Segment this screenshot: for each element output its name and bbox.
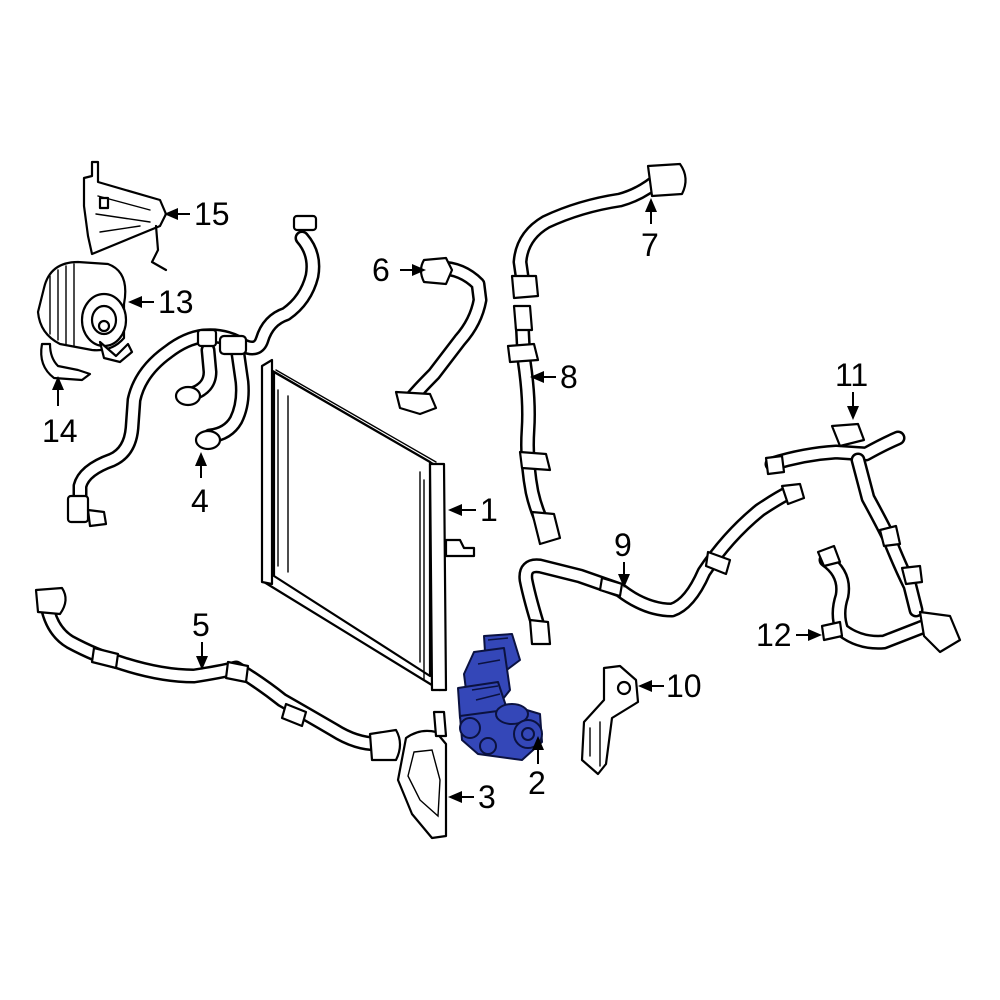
callout-label-7: 7 bbox=[641, 227, 659, 263]
part-15-bracket bbox=[82, 160, 168, 272]
callout-label-15: 15 bbox=[194, 196, 230, 232]
part-8-hose bbox=[506, 304, 562, 546]
callout-label-2: 2 bbox=[528, 765, 546, 801]
callout-label-13: 13 bbox=[158, 284, 194, 320]
callout-label-5: 5 bbox=[192, 607, 210, 643]
part-3-shield bbox=[396, 710, 448, 840]
callout-14: 14 bbox=[42, 376, 78, 449]
callout-1: 1 bbox=[448, 492, 498, 528]
part-1-radiator bbox=[260, 358, 476, 692]
callout-label-6: 6 bbox=[372, 252, 390, 288]
part-10-bracket bbox=[580, 664, 640, 776]
callout-13: 13 bbox=[128, 284, 194, 320]
callout-8: 8 bbox=[530, 359, 578, 395]
part-4-hose-assembly bbox=[66, 214, 321, 528]
callout-label-9: 9 bbox=[614, 527, 632, 563]
callout-label-1: 1 bbox=[480, 492, 498, 528]
part-11-hose bbox=[764, 422, 924, 618]
callout-label-12: 12 bbox=[756, 617, 792, 653]
callout-11: 11 bbox=[835, 357, 868, 420]
callout-7: 7 bbox=[641, 198, 659, 263]
callout-3: 3 bbox=[448, 779, 496, 815]
callout-label-3: 3 bbox=[478, 779, 496, 815]
callout-5: 5 bbox=[192, 607, 210, 670]
part-2-valve-assembly bbox=[457, 633, 543, 761]
callout-label-10: 10 bbox=[666, 668, 702, 704]
callout-6: 6 bbox=[372, 252, 426, 288]
callout-2: 2 bbox=[528, 736, 546, 801]
part-14-clamp bbox=[40, 342, 92, 382]
callout-label-14: 14 bbox=[42, 413, 78, 449]
callout-15: 15 bbox=[164, 196, 230, 232]
part-9-hose bbox=[518, 482, 806, 646]
callout-label-8: 8 bbox=[560, 359, 578, 395]
callout-label-11: 11 bbox=[835, 357, 868, 393]
callout-4: 4 bbox=[191, 452, 209, 519]
part-6-hose bbox=[394, 256, 488, 416]
part-12-hose bbox=[816, 544, 962, 654]
callout-label-4: 4 bbox=[191, 483, 209, 519]
callout-10: 10 bbox=[638, 668, 702, 704]
part-13-auxiliary-pump bbox=[36, 260, 134, 364]
callout-9: 9 bbox=[614, 527, 632, 588]
part-5-hose bbox=[34, 586, 402, 762]
part-7-hose bbox=[510, 162, 687, 300]
callout-12: 12 bbox=[756, 617, 822, 653]
